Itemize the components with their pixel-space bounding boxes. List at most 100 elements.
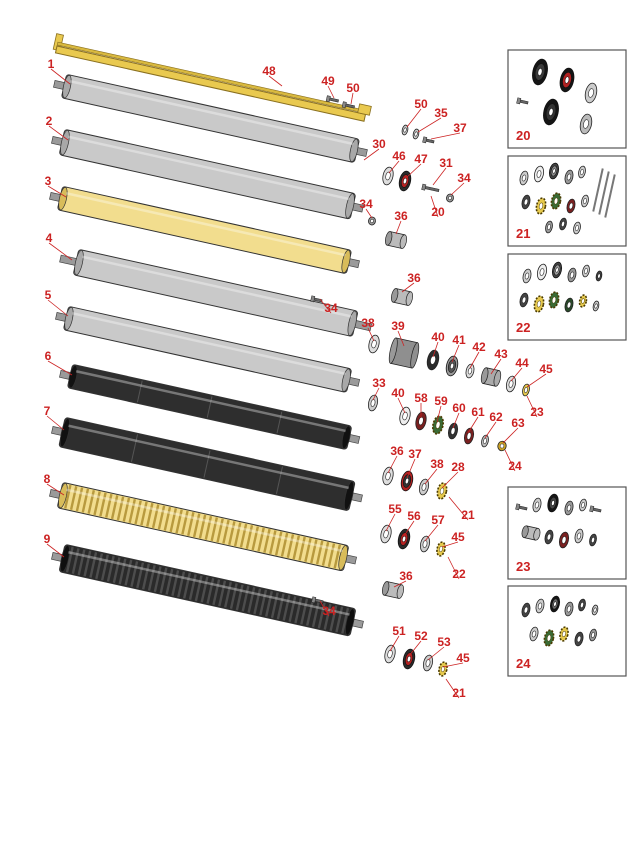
part-washer	[418, 478, 430, 496]
part-gear	[436, 541, 446, 557]
part-bolt	[325, 95, 339, 103]
roller-5	[55, 306, 361, 393]
callout-label: 36	[390, 444, 404, 458]
callout-label: 52	[414, 629, 428, 643]
callout-4: 4	[46, 231, 73, 261]
callout-label: 39	[391, 319, 405, 333]
part-washer	[521, 602, 531, 618]
callout-label: 31	[439, 156, 453, 170]
part-washer	[519, 292, 529, 308]
callout-34: 34	[359, 197, 373, 219]
callout-label: 28	[451, 460, 465, 474]
part-bearing	[559, 67, 575, 93]
callout-label: 50	[346, 81, 360, 95]
callout-45: 45	[526, 362, 553, 388]
part-washer	[447, 422, 459, 440]
callout-label: 36	[407, 271, 421, 285]
callout-36: 36	[401, 271, 421, 293]
callout-63: 63	[502, 416, 525, 444]
part-washer	[564, 601, 574, 617]
roller-2	[51, 129, 364, 220]
part-cylinder	[385, 231, 407, 249]
callout-50: 50	[346, 81, 360, 105]
inset-box-23: 23	[507, 486, 627, 580]
part-washer	[367, 394, 379, 412]
part-washer	[545, 220, 553, 234]
callout-label: 45	[456, 651, 470, 665]
part-gear	[533, 295, 545, 313]
part-gear	[550, 192, 562, 210]
callout-50: 50	[406, 97, 428, 128]
part-bearing	[532, 58, 548, 86]
part-cylinder	[480, 367, 502, 387]
callout-36: 36	[394, 209, 408, 235]
callout-label: 49	[321, 74, 335, 88]
callout-48: 48	[262, 64, 283, 87]
callout-label: 33	[372, 376, 386, 390]
callout-57: 57	[424, 513, 445, 542]
callout-20: 20	[430, 195, 445, 219]
inset-label-22: 22	[516, 320, 530, 335]
part-washer	[401, 124, 409, 136]
callout-label: 45	[539, 362, 553, 376]
callout-44: 44	[510, 356, 529, 382]
part-washer	[380, 524, 392, 544]
part-bolt	[516, 97, 529, 105]
callout-label: 3	[45, 174, 52, 188]
part-washer	[463, 427, 475, 445]
part-nut	[497, 440, 507, 452]
part-bearing	[400, 470, 414, 492]
callout-label: 37	[453, 121, 467, 135]
part-washer	[559, 217, 567, 231]
callout-label: 34	[324, 301, 338, 315]
callout-38: 38	[424, 457, 444, 485]
callout-51: 51	[389, 624, 406, 652]
callout-label: 30	[372, 137, 386, 151]
part-bolt	[515, 503, 528, 511]
part-washer	[426, 349, 440, 371]
callout-label: 61	[471, 405, 485, 419]
part-bearing	[402, 648, 416, 670]
callout-label: 21	[461, 508, 475, 522]
part-washer	[567, 267, 577, 283]
part-washer	[589, 533, 597, 547]
callout-45: 45	[442, 651, 470, 668]
part-washer	[564, 169, 574, 185]
callout-22: 22	[447, 556, 466, 581]
part-washer	[564, 297, 574, 313]
callout-58: 58	[414, 391, 428, 418]
part-washer	[382, 466, 394, 486]
callout-label: 8	[44, 472, 51, 486]
part-washer	[581, 194, 589, 208]
callout-34: 34	[450, 171, 471, 196]
callout-38: 38	[361, 316, 375, 342]
part-bearing	[551, 261, 563, 279]
callout-28: 28	[441, 460, 465, 489]
part-washer	[591, 604, 599, 616]
frame-bar	[52, 33, 372, 122]
callout-9: 9	[44, 532, 65, 558]
callout-label: 34	[322, 604, 336, 618]
part-cylinder	[521, 525, 541, 541]
part-washer	[505, 375, 517, 393]
part-washer	[532, 497, 542, 513]
part-washer	[521, 194, 531, 210]
callout-52: 52	[408, 629, 428, 657]
callout-24: 24	[504, 449, 522, 473]
part-washer	[522, 268, 532, 284]
callout-5: 5	[45, 288, 69, 317]
part-bearing	[398, 170, 412, 192]
callout-53: 53	[427, 635, 451, 661]
part-bearing	[397, 528, 411, 550]
callout-label: 43	[494, 347, 508, 361]
callout-30: 30	[363, 137, 386, 161]
part-cylinder	[391, 288, 413, 306]
inset-label-24: 24	[516, 656, 531, 671]
part-washer	[412, 128, 420, 140]
callout-label: 7	[44, 404, 51, 418]
callout-39: 39	[391, 319, 405, 347]
part-pin	[592, 168, 604, 212]
callout-34: 34	[319, 600, 336, 618]
callout-36: 36	[393, 569, 413, 588]
